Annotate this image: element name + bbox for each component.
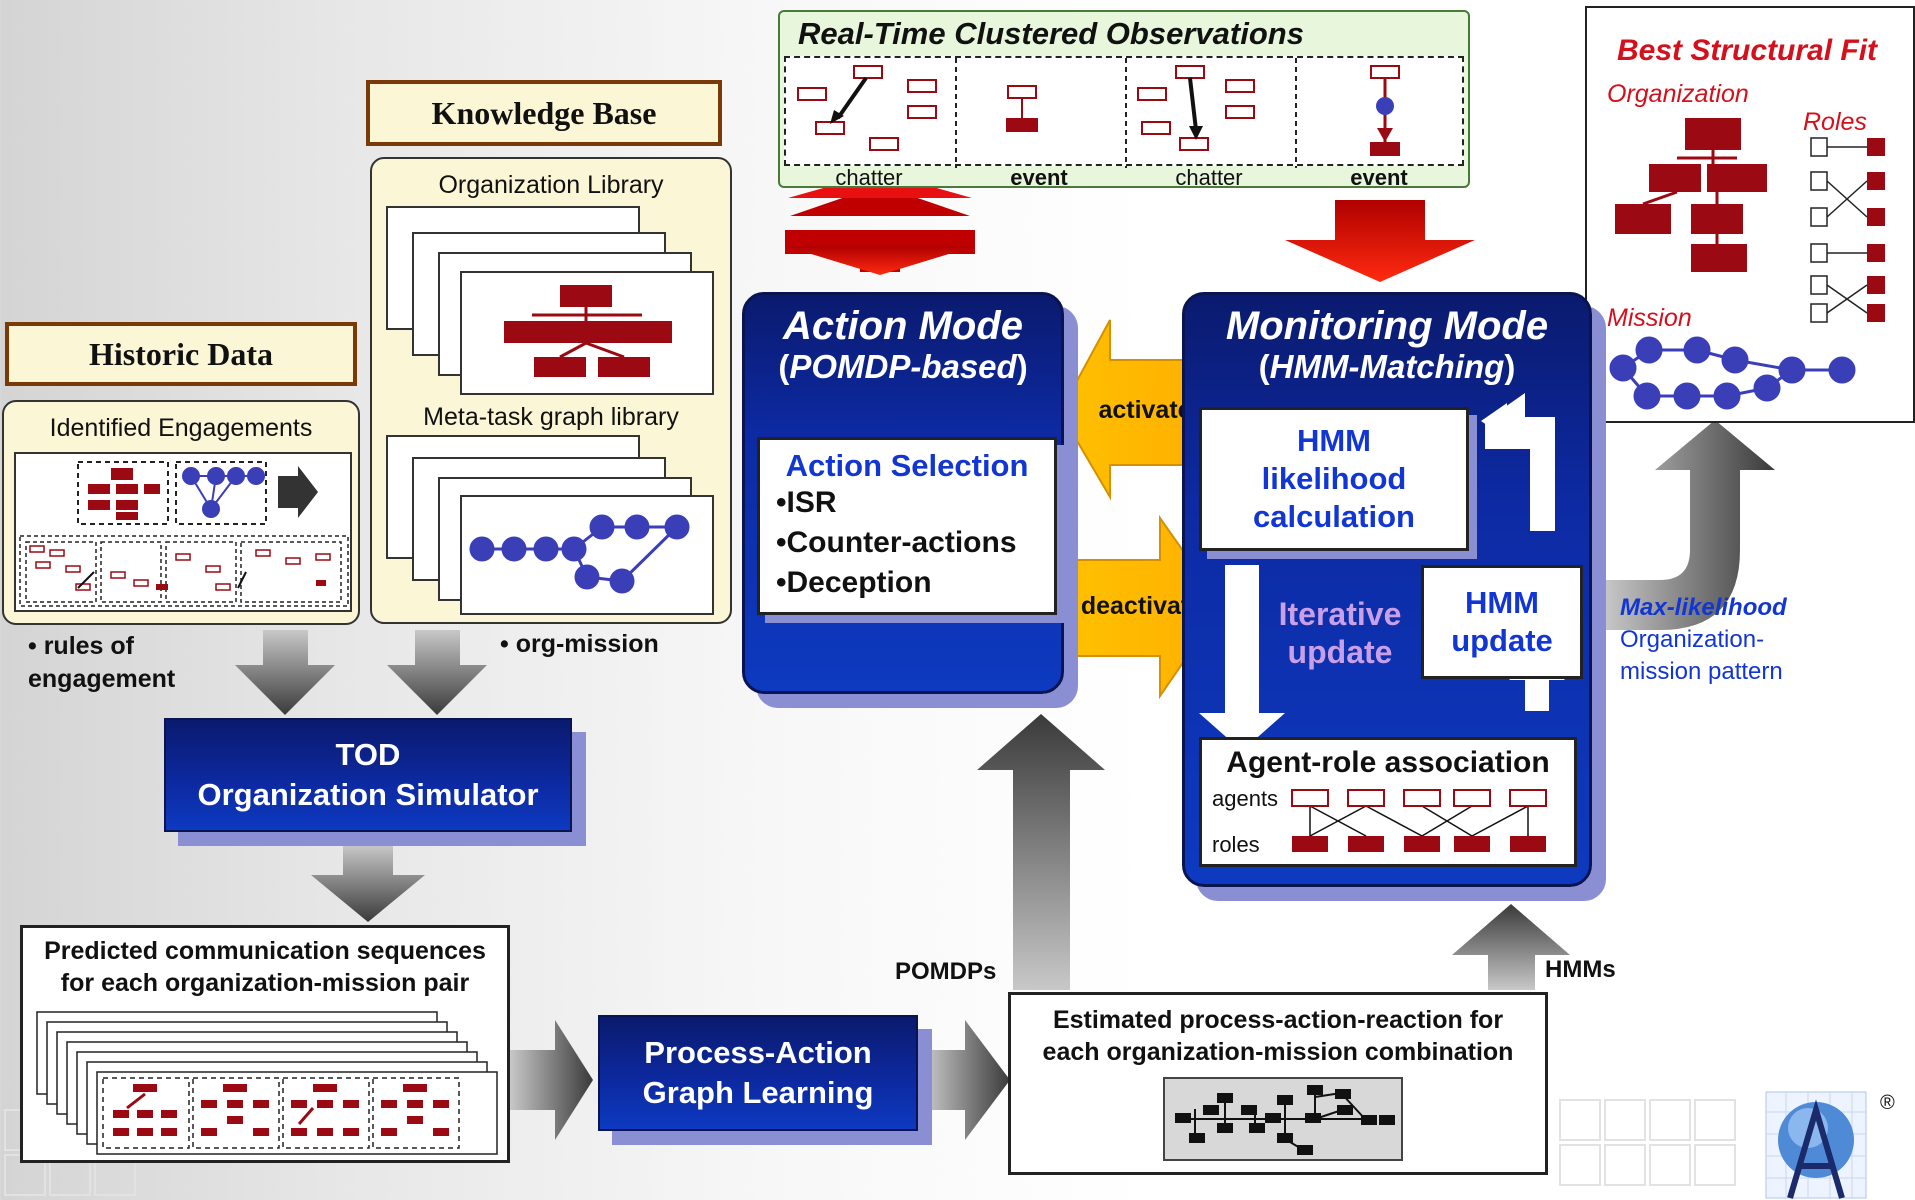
predicted-sequences-box: Predicted communication sequences for ea…	[20, 925, 510, 1163]
action-mode-subtitle: (POMDP-based)	[745, 347, 1061, 387]
process-action-line1: Process-Action	[644, 1035, 872, 1070]
engagement-graphs-icon	[19, 461, 349, 607]
action-mode-panel: Action Mode (POMDP-based) Action Selecti…	[742, 292, 1064, 694]
estimated-process-box: Estimated process-action-reaction for ea…	[1008, 992, 1548, 1175]
identified-engagements-label: Identified Engagements	[49, 413, 313, 442]
sequence-stack-icon	[36, 1011, 498, 1155]
best-fit-roles-label: Roles	[1803, 108, 1867, 136]
monitoring-mode-subtitle: (HMM-Matching)	[1185, 347, 1589, 387]
action-item-deception: •Deception	[776, 566, 932, 599]
pomdps-label: POMDPs	[895, 958, 997, 985]
monitoring-mode-subtitle-main: HMM-Matching	[1269, 348, 1505, 385]
predicted-line1: Predicted communication sequences	[44, 936, 486, 965]
meta-library-card-4	[460, 495, 714, 615]
action-selection-box: Action Selection •ISR •Counter-actions •…	[757, 437, 1057, 615]
action-mode-subtitle-open: (	[778, 348, 790, 385]
agent-role-title: Agent-role association	[1226, 746, 1550, 779]
max-likelihood-line1: Max-likelihood	[1620, 594, 1787, 621]
observation-label-2: event	[1010, 165, 1068, 190]
agents-label: agents	[1212, 786, 1279, 811]
best-fit-mission-label: Mission	[1607, 304, 1692, 332]
process-action-line2: Graph Learning	[642, 1075, 874, 1110]
observations-strip	[784, 56, 1464, 168]
max-likelihood-line2: Organization-	[1620, 626, 1765, 653]
historic-data-title: Historic Data	[5, 322, 357, 386]
monitoring-mode-title: Monitoring Mode	[1225, 303, 1549, 348]
org-chart-icon	[504, 285, 672, 377]
organization-library-label: Organization Library	[438, 170, 664, 199]
action-selection-title: Action Selection	[785, 448, 1029, 483]
action-mode-subtitle-main: POMDP-based	[789, 348, 1017, 385]
knowledge-base-title: Knowledge Base	[366, 80, 722, 146]
org-library-card-4	[460, 271, 714, 395]
observation-label-3: chatter	[1175, 165, 1243, 190]
best-fit-organization-label: Organization	[1607, 80, 1749, 108]
process-graph-icon	[1175, 1085, 1395, 1155]
engagements-thumbnail	[14, 452, 352, 612]
action-mode-title: Action Mode	[783, 303, 1023, 348]
estimated-line1: Estimated process-action-reaction for	[1052, 1005, 1504, 1034]
observations-panel: Real-Time Clustered Observations chatter…	[778, 10, 1470, 190]
estimated-line2: each organization-mission combination	[1042, 1037, 1514, 1066]
observation-label-4: event	[1350, 165, 1408, 190]
best-fit-title: Best Structural Fit	[1617, 34, 1878, 67]
hmm-likelihood-box: HMM likelihood calculation	[1199, 407, 1469, 551]
knowledge-base-panel: Organization Library Meta-task graph lib…	[370, 157, 732, 624]
max-likelihood-line3: mission pattern	[1620, 658, 1783, 685]
hmm-update-box: HMM update	[1421, 565, 1583, 679]
tod-simulator-box: TOD Organization Simulator	[164, 718, 572, 832]
observation-label-1: chatter	[835, 165, 903, 190]
org-mission-bullet: • org-mission	[500, 630, 659, 658]
tod-line1: TOD	[335, 737, 401, 772]
agent-role-graph-icon	[1291, 789, 1547, 852]
action-item-isr: •ISR	[776, 486, 837, 519]
process-graph-thumbnail	[1163, 1077, 1403, 1161]
predicted-line2: for each organization-mission pair	[60, 968, 470, 997]
observation-clusters-icon	[797, 58, 1400, 168]
activate-label: activate	[1098, 395, 1192, 424]
rules-of-engagement-bullet: • rules of engagement	[28, 632, 176, 693]
mission-graph-icon	[469, 514, 690, 594]
company-logo	[1764, 1090, 1868, 1200]
agent-role-association-box: Agent-role association agents roles	[1199, 737, 1577, 867]
process-action-learning-box: Process-Action Graph Learning	[598, 1015, 918, 1131]
tod-line2: Organization Simulator	[197, 777, 539, 812]
historic-data-panel: Identified Engagements	[2, 400, 360, 625]
roles-label: roles	[1212, 832, 1260, 857]
monitoring-mode-subtitle-open: (	[1258, 348, 1270, 385]
meta-task-library-label: Meta-task graph library	[423, 402, 679, 431]
observations-title: Real-Time Clustered Observations	[798, 16, 1304, 51]
best-fit-panel: Best Structural Fit Organization Roles M…	[1585, 6, 1915, 423]
iterative-update-label: Iterative update	[1278, 596, 1402, 670]
monitoring-mode-subtitle-close: )	[1504, 348, 1516, 385]
best-fit-diagram-icon	[1609, 118, 1885, 410]
action-mode-subtitle-close: )	[1016, 348, 1028, 385]
logo-emblem-icon	[1765, 1091, 1867, 1199]
hmms-label: HMMs	[1545, 956, 1616, 983]
registered-mark: ®	[1880, 1092, 1895, 1114]
monitoring-mode-panel: Monitoring Mode (HMM-Matching) HMM likel…	[1182, 292, 1592, 887]
action-item-counter-actions: •Counter-actions	[776, 526, 1017, 559]
max-likelihood-caption: Max-likelihood Organization- mission pat…	[1620, 592, 1880, 692]
